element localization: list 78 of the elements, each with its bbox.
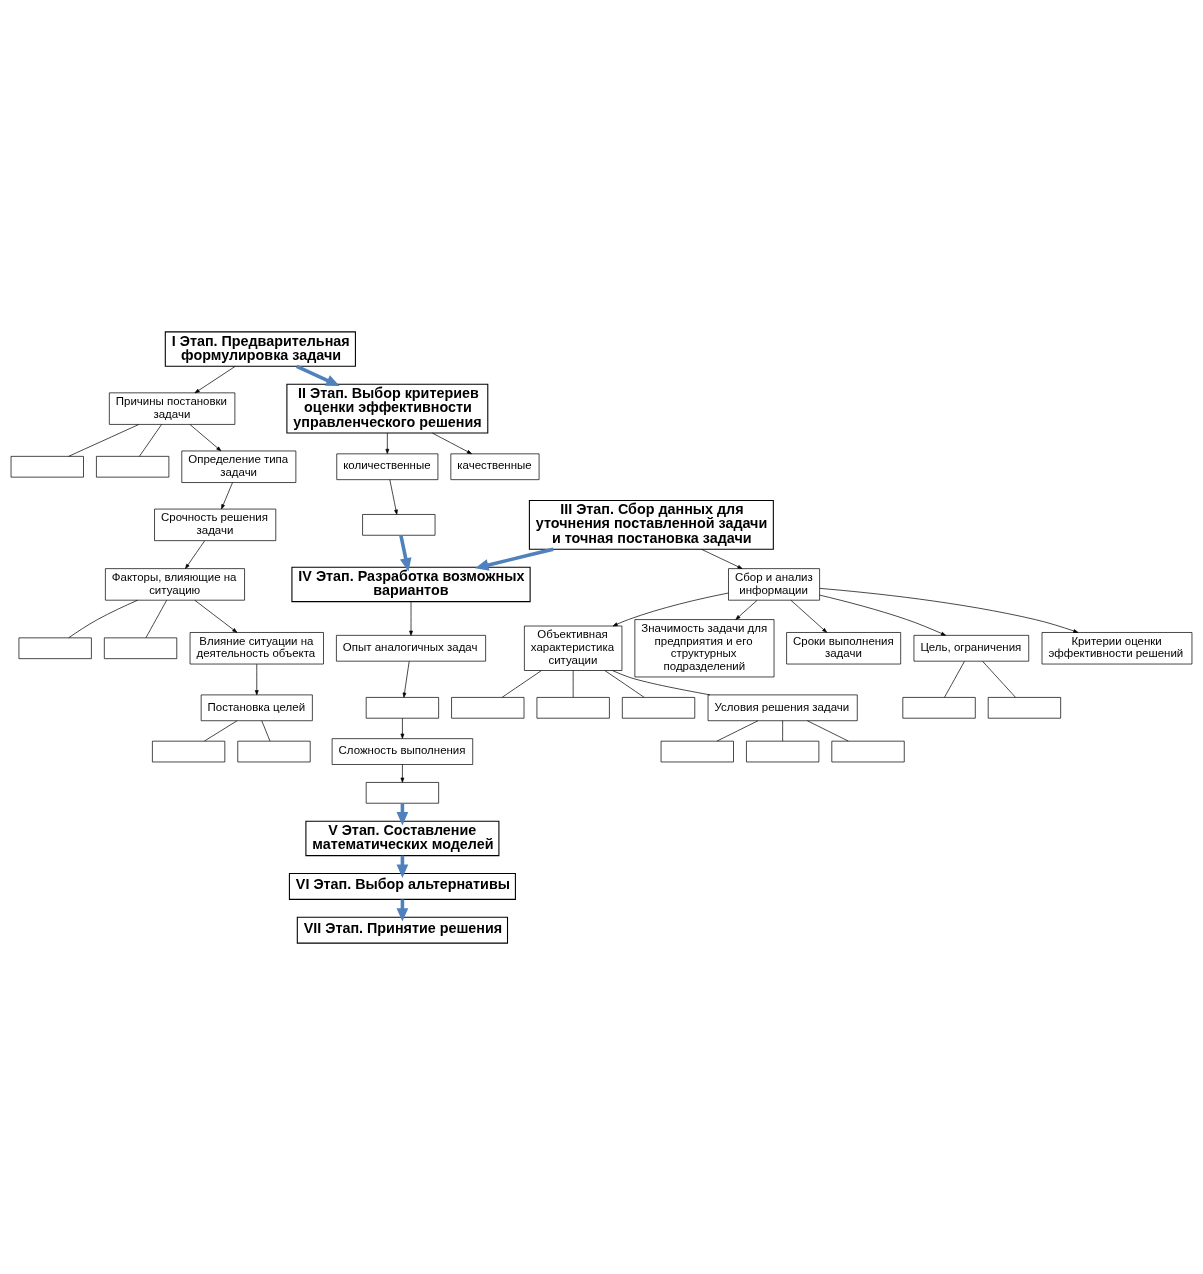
connector: [716, 719, 759, 741]
node-box: Влияние ситуации на деятельность объекта: [189, 631, 324, 664]
node-box: [103, 637, 178, 659]
connector: [68, 423, 139, 457]
node-box: [746, 740, 820, 762]
node-box: [96, 455, 170, 477]
arrow: [221, 481, 233, 509]
arrow: [194, 599, 238, 633]
arrow: [400, 763, 405, 783]
node-box: Объективная характеристика ситуации: [524, 625, 623, 671]
connector: [807, 719, 849, 741]
node-box: Цель, ограничения: [913, 634, 1030, 662]
node-box: I Этап. Предварительная формулировка задачи: [164, 330, 356, 367]
connector: [261, 719, 271, 741]
arrow: [701, 548, 743, 569]
node-box: [10, 455, 84, 477]
arrow: [399, 534, 412, 572]
connector: [944, 660, 965, 698]
arrow: [194, 365, 236, 393]
arrow: [389, 478, 398, 515]
node-box: Причины постановки задачи: [108, 392, 236, 425]
node-box: III Этап. Сбор данных для уточнения поставленной задачи и точная постановка задачи: [528, 499, 774, 550]
node-box: [451, 696, 525, 719]
node-box: Значимость задачи для предприятия и его структурных подразделений: [634, 618, 775, 677]
node-box: [362, 513, 436, 536]
node-box: Сложность выполнения: [331, 737, 474, 765]
node-box: II Этап. Выбор критериев оценки эффективности управленческого решения: [286, 383, 489, 434]
node-box: [831, 740, 905, 762]
node-box: Сроки выполнения задачи: [786, 631, 902, 664]
node-box: [152, 740, 226, 762]
node-box: [660, 740, 734, 762]
node-box: V Этап. Составление математических моделей: [305, 820, 500, 856]
node-box: [902, 696, 976, 719]
node-box: Факторы, влияющие на ситуацию: [105, 567, 245, 601]
node-box: Сбор и анализ информации: [728, 567, 820, 601]
arrow: [402, 660, 410, 698]
node-box: Условия решения задачи: [707, 694, 858, 721]
arrow: [185, 540, 205, 569]
arrow: [254, 663, 259, 695]
node-box: Срочность решения задачи: [154, 508, 277, 541]
arrow: [296, 364, 340, 386]
node-box: [987, 696, 1061, 719]
node-box: Постановка целей: [200, 694, 313, 721]
arrow: [735, 599, 758, 620]
arrow: [790, 599, 828, 633]
arrow: [189, 423, 222, 451]
connector: [204, 719, 238, 741]
node-box: [536, 696, 610, 719]
connector: [139, 423, 162, 457]
connector: [572, 669, 574, 698]
connector: [145, 599, 167, 638]
node-box: IV Этап. Разработка возможных вариантов: [291, 566, 531, 602]
node-box: [365, 781, 439, 804]
connector: [68, 599, 139, 638]
connector: [612, 669, 711, 695]
connector: [604, 669, 645, 698]
connector: [501, 669, 542, 698]
arrow: [432, 432, 472, 454]
arrow: [385, 432, 390, 454]
node-box: [365, 696, 439, 719]
arrow: [475, 547, 554, 571]
node-box: Критерии оценки эффективности решений: [1041, 631, 1193, 664]
connector: [982, 660, 1016, 698]
arrow: [400, 717, 405, 739]
node-box: качественные: [450, 452, 540, 480]
node-box: VI Этап. Выбор альтернативы: [288, 872, 516, 900]
arrow: [819, 594, 946, 636]
arrow: [819, 587, 1079, 633]
arrow: [409, 601, 413, 636]
node-box: VII Этап. Принятие решения: [296, 916, 509, 944]
node-box: [237, 740, 311, 762]
node-box: Опыт аналогичных задач: [336, 634, 486, 662]
node-box: количественные: [336, 452, 439, 480]
connector: [782, 719, 783, 741]
node-box: Определение типа задачи: [181, 450, 297, 483]
node-box: [18, 637, 92, 659]
arrow: [612, 592, 729, 626]
node-box: [621, 696, 696, 719]
